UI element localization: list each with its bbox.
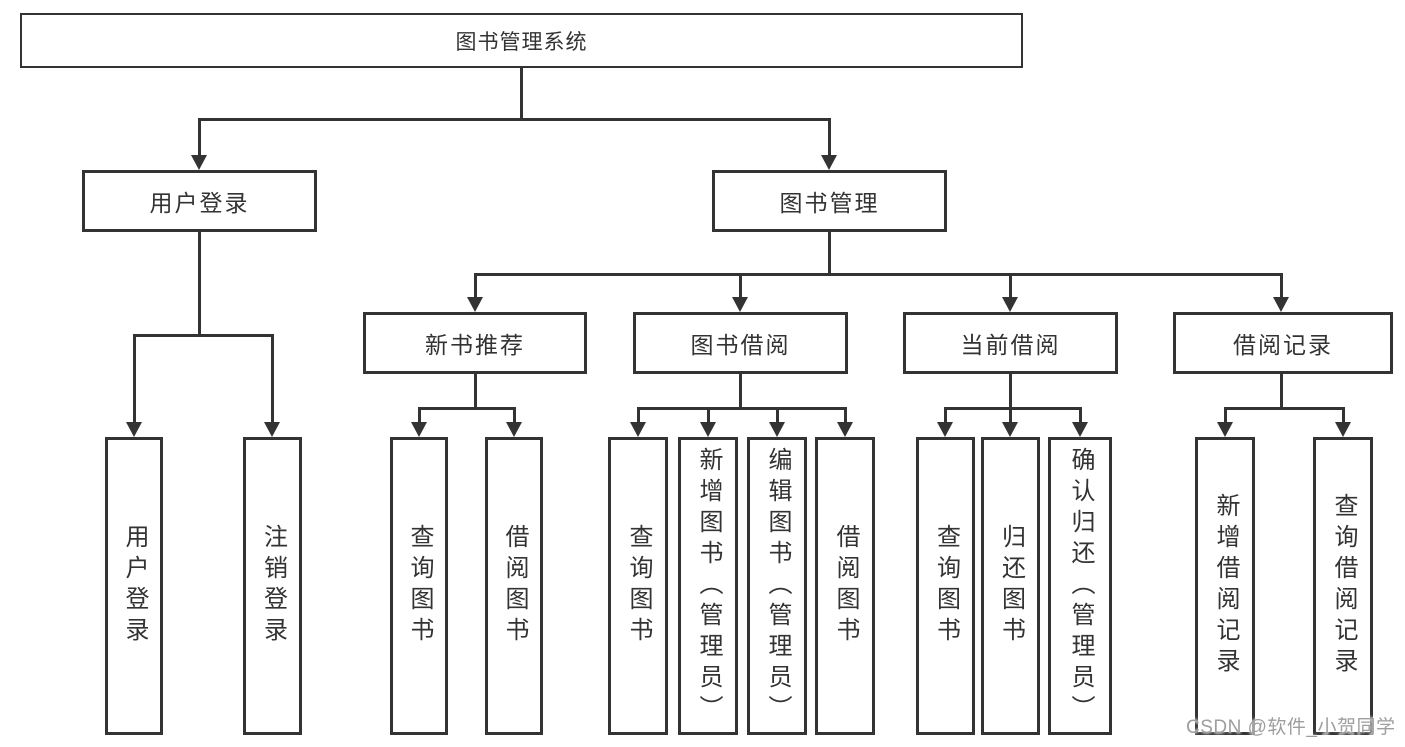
- connector-line: [776, 407, 779, 423]
- node-borrow-records: 借阅记录: [1173, 312, 1393, 374]
- arrow-down-icon: [1273, 297, 1289, 312]
- arrow-down-icon: [821, 155, 837, 170]
- csdn-watermark: CSDN @软件_小贺同学: [1186, 717, 1396, 738]
- leaf-logout: 注销登录: [243, 437, 302, 735]
- arrow-down-icon: [837, 422, 853, 437]
- leaf-user-login: 用户登录: [105, 437, 163, 735]
- connector-line: [828, 118, 831, 157]
- arrow-down-icon: [1217, 422, 1233, 437]
- node-new-book-recommend: 新书推荐: [363, 312, 587, 374]
- connector-line: [944, 407, 947, 423]
- connector-line: [944, 407, 1082, 410]
- connector-line: [513, 407, 516, 423]
- connector-line: [1079, 407, 1082, 423]
- connector-line: [474, 273, 477, 298]
- arrow-down-icon: [1335, 422, 1351, 437]
- arrow-down-icon: [700, 422, 716, 437]
- connector-line: [520, 68, 523, 118]
- arrow-down-icon: [411, 422, 427, 437]
- arrow-down-icon: [1002, 297, 1018, 312]
- connector-line: [1224, 407, 1345, 410]
- node-user-login: 用户登录: [82, 170, 317, 232]
- connector-line: [474, 374, 477, 407]
- connector-line: [198, 118, 201, 157]
- arrow-down-icon: [630, 422, 646, 437]
- arrow-down-icon: [1072, 422, 1088, 437]
- node-book-borrow: 图书借阅: [633, 312, 848, 374]
- leaf-add-borrow-record: 新增借阅记录: [1195, 437, 1255, 735]
- connector-line: [844, 407, 847, 423]
- connector-line: [198, 232, 201, 334]
- connector-line: [1009, 273, 1012, 298]
- leaf-add-books-admin: 新增图书（管理员）: [678, 437, 738, 735]
- leaf-query-books-borrow: 查询图书: [608, 437, 668, 735]
- leaf-query-borrow-record: 查询借阅记录: [1313, 437, 1373, 735]
- connector-line: [133, 334, 136, 423]
- arrow-down-icon: [769, 422, 785, 437]
- leaf-return-books: 归还图书: [981, 437, 1040, 735]
- leaf-query-books-recommend: 查询图书: [390, 437, 448, 735]
- arrow-down-icon: [126, 422, 142, 437]
- arrow-down-icon: [506, 422, 522, 437]
- leaf-confirm-return-admin: 确认归还（管理员）: [1048, 437, 1112, 735]
- connector-line: [637, 407, 847, 410]
- connector-line: [1342, 407, 1345, 423]
- connector-line: [1224, 407, 1227, 423]
- connector-line: [1009, 407, 1012, 423]
- connector-line: [474, 273, 1282, 276]
- leaf-borrow-books-recommend: 借阅图书: [485, 437, 543, 735]
- node-current-borrow: 当前借阅: [903, 312, 1118, 374]
- arrow-down-icon: [1002, 422, 1018, 437]
- arrow-down-icon: [467, 297, 483, 312]
- connector-line: [637, 407, 640, 423]
- leaf-edit-books-admin: 编辑图书（管理员）: [747, 437, 807, 735]
- arrow-down-icon: [937, 422, 953, 437]
- arrow-down-icon: [732, 297, 748, 312]
- connector-line: [198, 118, 831, 121]
- connector-line: [828, 232, 831, 273]
- connector-line: [271, 334, 274, 423]
- connector-line: [1280, 374, 1283, 407]
- connector-line: [418, 407, 421, 423]
- leaf-borrow-books: 借阅图书: [815, 437, 875, 735]
- node-book-management: 图书管理: [712, 170, 947, 232]
- connector-line: [707, 407, 710, 423]
- leaf-query-books-current: 查询图书: [916, 437, 975, 735]
- arrow-down-icon: [191, 155, 207, 170]
- connector-line: [1280, 273, 1283, 298]
- connector-line: [739, 374, 742, 407]
- arrow-down-icon: [264, 422, 280, 437]
- connector-line: [739, 273, 742, 298]
- connector-line: [133, 334, 274, 337]
- node-library-management-system: 图书管理系统: [20, 13, 1023, 68]
- connector-line: [418, 407, 516, 410]
- connector-line: [1009, 374, 1012, 407]
